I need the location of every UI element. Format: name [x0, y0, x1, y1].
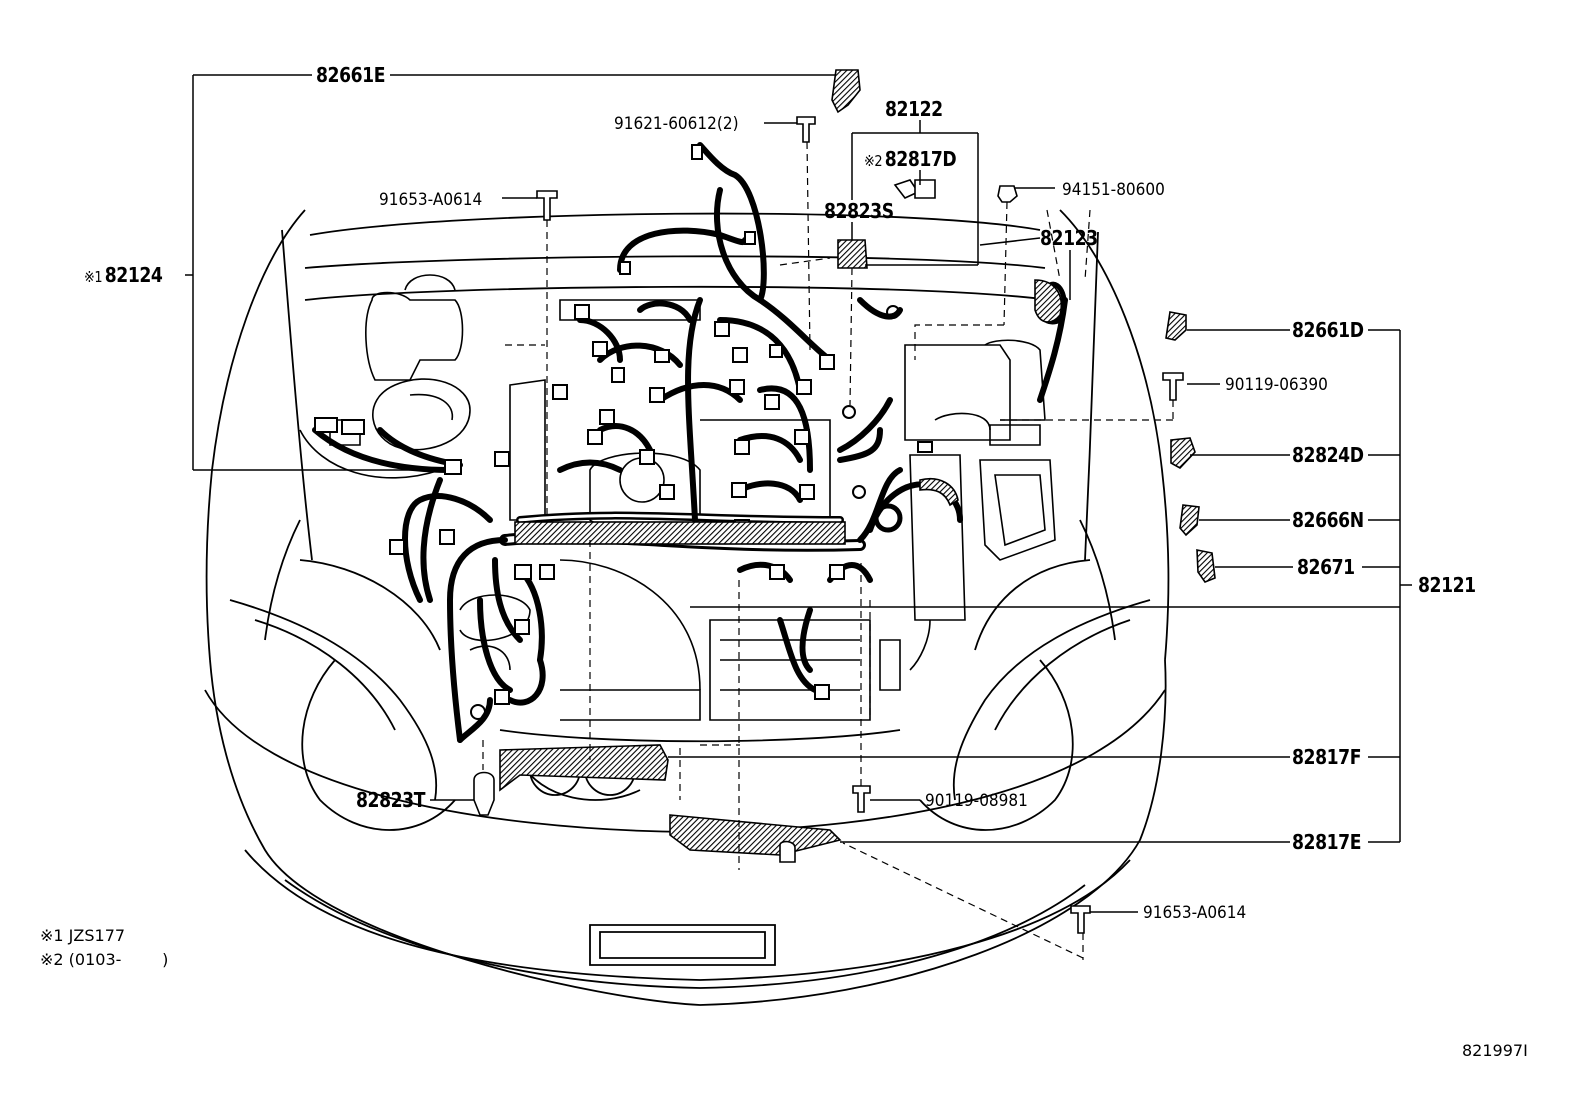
part-label-82823T: 82823T: [356, 788, 426, 812]
vehicle-body-outline: [204, 209, 1170, 1006]
hatched-parts: [499, 69, 1216, 856]
wire-harness: [312, 142, 1068, 743]
part-label-91653-A0614-top: 91653-A0614: [379, 190, 483, 210]
part-label-82123: 82123: [1040, 226, 1098, 250]
part-label-91653-A0614-bottom: 91653-A0614: [1143, 903, 1247, 923]
illustration-id: 821997I: [1462, 1041, 1528, 1060]
footnote-2: ※2 (0103- ): [40, 950, 169, 969]
part-label-90119-06390: 90119-06390: [1225, 375, 1328, 395]
leader-lines: [185, 74, 1412, 913]
part-label-82666N: 82666N: [1292, 508, 1364, 532]
part-label-94151-80600: 94151-80600: [1062, 180, 1165, 200]
part-label-82817F: 82817F: [1292, 745, 1362, 769]
part-label-82817E: 82817E: [1292, 830, 1362, 854]
part-label-91621-60612: 91621-60612(2): [614, 114, 739, 134]
part-label-82817D-text: 82817D: [884, 147, 957, 171]
connectors: [314, 144, 933, 705]
note-mark-2: ※2: [864, 152, 883, 170]
part-label-82121: 82121: [1418, 573, 1476, 597]
part-label-82671: 82671: [1297, 555, 1355, 579]
part-label-82823S: 82823S: [824, 199, 894, 223]
note-mark-1: ※1: [84, 268, 103, 286]
engine-components: [299, 274, 1056, 721]
part-label-82124-text: 82124: [104, 263, 163, 287]
part-label-82661E: 82661E: [316, 63, 386, 87]
part-label-82824D: 82824D: [1292, 443, 1364, 467]
footnote-1: ※1 JZS177: [40, 926, 126, 945]
part-label-90119-08981: 90119-08981: [925, 791, 1028, 811]
dashed-reference-lines: [482, 141, 1174, 960]
part-label-82661D: 82661D: [1292, 318, 1364, 342]
part-label-82122: 82122: [885, 97, 943, 121]
